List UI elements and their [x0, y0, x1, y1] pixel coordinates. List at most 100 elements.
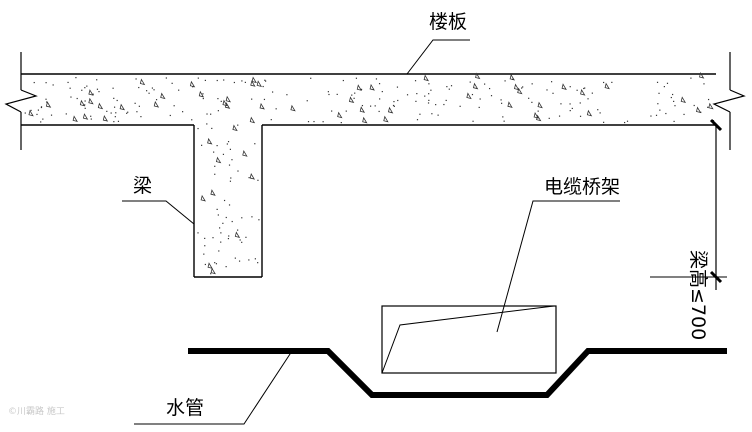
- aggregate-mark: [708, 102, 714, 110]
- sand-dot: [230, 177, 232, 179]
- concrete-texture: [24, 71, 715, 275]
- sand-dot: [597, 109, 599, 111]
- sand-dot: [270, 119, 272, 121]
- sand-dot: [501, 102, 503, 104]
- sand-dot: [155, 99, 158, 101]
- sand-dot: [378, 83, 381, 85]
- sand-dot: [116, 99, 118, 102]
- sand-dot: [693, 104, 695, 107]
- sand-dot: [204, 79, 206, 82]
- aggregate-mark: [88, 97, 94, 105]
- aggregate-mark: [348, 96, 355, 104]
- sand-dot: [140, 116, 142, 118]
- sand-dot: [248, 259, 250, 261]
- sand-dot: [229, 148, 232, 150]
- sand-dot: [165, 77, 167, 79]
- sand-dot: [469, 81, 471, 83]
- sand-dot: [583, 87, 585, 90]
- sand-dot: [151, 87, 154, 89]
- sand-dot: [522, 86, 524, 88]
- sand-dot: [611, 81, 613, 83]
- sand-dot: [214, 173, 216, 175]
- sand-dot: [148, 92, 150, 94]
- aggregate-mark: [153, 100, 160, 108]
- sand-dot: [135, 78, 137, 80]
- sand-dot: [569, 86, 571, 88]
- aggregate-mark: [250, 80, 256, 87]
- sand-dot: [254, 143, 256, 145]
- sand-dot: [393, 100, 395, 103]
- sand-dot: [521, 87, 523, 89]
- sand-dot: [546, 89, 548, 91]
- sand-dot: [251, 98, 253, 100]
- sand-dot: [673, 100, 675, 102]
- sand-dot: [430, 89, 432, 91]
- sand-dot: [381, 90, 383, 93]
- aggregate-mark: [222, 99, 228, 107]
- sand-dot: [264, 79, 266, 81]
- sand-dot: [244, 81, 246, 83]
- sand-dot: [262, 85, 264, 88]
- sand-dot: [169, 114, 171, 117]
- sand-dot: [241, 241, 243, 243]
- sand-dot: [419, 113, 421, 115]
- sand-dot: [90, 115, 92, 117]
- sand-dot: [84, 107, 86, 109]
- sand-dot: [569, 103, 571, 105]
- sand-dot: [220, 232, 222, 234]
- sand-dot: [427, 102, 430, 104]
- water-pipe: [188, 348, 727, 398]
- aggregate-mark: [242, 150, 248, 157]
- sand-dot: [40, 106, 43, 109]
- sand-dot: [393, 105, 395, 107]
- sand-dot: [67, 81, 69, 84]
- sand-dot: [579, 115, 582, 117]
- sand-dot: [603, 81, 605, 84]
- sand-dot: [227, 237, 230, 240]
- sand-dot: [361, 104, 364, 107]
- aggregate-mark: [82, 113, 89, 120]
- aggregate-mark: [356, 84, 363, 91]
- sand-dot: [431, 113, 433, 115]
- sand-dot: [192, 86, 194, 88]
- sand-dot: [237, 124, 239, 126]
- sand-dot: [674, 105, 676, 107]
- sand-dot: [286, 94, 288, 96]
- sand-dot: [656, 81, 659, 83]
- sand-dot: [216, 79, 218, 82]
- sand-dot: [146, 90, 148, 92]
- sand-dot: [171, 82, 173, 84]
- aggregate-mark: [517, 87, 523, 95]
- sand-dot: [223, 79, 225, 81]
- aggregate-mark: [119, 103, 125, 111]
- sand-dot: [560, 103, 562, 105]
- aggregate-mark: [507, 101, 513, 108]
- sand-dot: [69, 87, 71, 89]
- sand-dot: [428, 99, 430, 101]
- aggregate-mark: [696, 106, 702, 114]
- sand-dot: [378, 110, 380, 113]
- aggregate-mark: [359, 106, 366, 113]
- sand-dot: [98, 91, 100, 93]
- sand-dot: [206, 113, 208, 115]
- sand-dot: [360, 88, 363, 91]
- sand-dot: [210, 273, 212, 275]
- sand-dot: [30, 109, 32, 111]
- sand-dot: [490, 95, 493, 97]
- sand-dot: [90, 118, 92, 120]
- sand-dot: [672, 93, 674, 96]
- sand-dot: [96, 88, 99, 90]
- aggregate-mark: [362, 116, 368, 124]
- sand-dot: [569, 110, 571, 112]
- sand-dot: [488, 87, 491, 90]
- sand-dot: [307, 121, 310, 123]
- sand-dot: [245, 236, 247, 238]
- sand-dot: [217, 98, 219, 100]
- sand-dot: [478, 106, 480, 109]
- sand-dot: [201, 144, 203, 146]
- sand-dot: [472, 120, 474, 122]
- sand-dot: [65, 113, 67, 115]
- aggregate-mark: [256, 80, 262, 87]
- aggregate-mark: [586, 109, 593, 117]
- sand-dot: [673, 120, 675, 123]
